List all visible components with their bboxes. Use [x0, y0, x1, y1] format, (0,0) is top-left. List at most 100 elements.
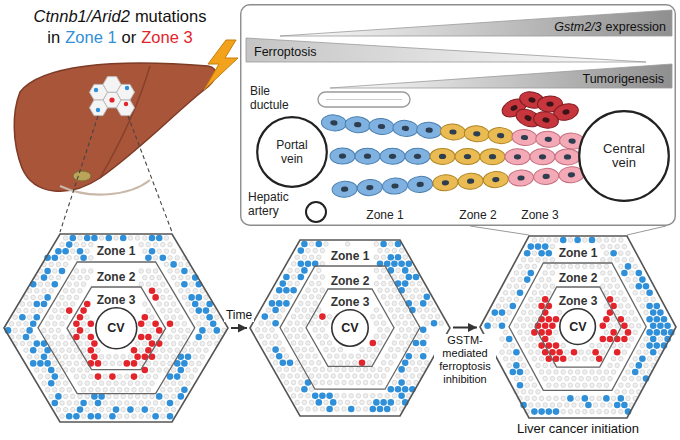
cell-body — [332, 180, 358, 198]
cell-nucleus — [354, 122, 362, 128]
hepatocyte-dot — [273, 361, 278, 366]
hepatocyte-dot — [139, 388, 144, 393]
hepatocyte-dot — [146, 242, 151, 247]
cell-nucleus — [366, 185, 374, 191]
mutant-cell-dot — [214, 327, 221, 334]
zone-label: Zone 2 — [558, 271, 599, 285]
cell-nucleus — [568, 172, 576, 178]
hepatocyte-dot — [611, 396, 616, 401]
lobule-icon-cell — [90, 100, 108, 116]
hepatocyte-dot — [590, 409, 595, 414]
hepatocyte-dot — [611, 357, 616, 362]
hepatocyte — [380, 148, 405, 164]
hepatocyte — [505, 149, 530, 165]
hepatocyte-dot — [593, 376, 598, 381]
mutant-cell-dot — [149, 248, 156, 255]
hepatocyte-dot — [45, 322, 50, 327]
hepatocyte-dot — [288, 387, 293, 392]
hepatocyte-dot — [128, 381, 133, 386]
hepatocyte-dot — [371, 367, 376, 372]
hepatocyte-dot — [396, 308, 401, 313]
hepatocyte-dot — [171, 394, 176, 399]
hepatocyte — [440, 123, 466, 141]
hepatocyte-dot — [291, 275, 296, 280]
mutant-cell-dot — [52, 400, 59, 407]
hepatocyte-dot — [547, 383, 552, 388]
mutant-cell-dot — [402, 267, 409, 274]
mutant-cell-dot — [196, 334, 203, 341]
mutant-cell-dot — [142, 314, 149, 321]
hepatocyte-dot — [299, 341, 304, 346]
hepatocyte-dot — [171, 368, 176, 373]
mutant-cell-dot — [413, 340, 420, 347]
wedge-text-slot: Ferroptosis — [254, 45, 317, 59]
text-slot: Zone 2 — [428, 208, 528, 222]
hepatocyte-dot — [153, 255, 158, 260]
mutant-cell-dot — [188, 294, 195, 301]
hepatocyte-dot — [604, 238, 609, 243]
hepatocyte-dot — [396, 400, 401, 405]
hepatocyte-dot — [536, 297, 541, 302]
hepatocyte-dot — [189, 282, 194, 287]
hepatocyte-dot — [153, 282, 158, 287]
mutant-cell-dot — [262, 313, 269, 320]
hepatocyte-dot — [306, 394, 311, 399]
hepatocyte-dot — [295, 347, 300, 352]
hepatocyte-dot — [309, 242, 314, 247]
hepatocyte-dot — [547, 370, 552, 375]
hepatocyte-dot — [161, 282, 166, 287]
hepatocyte-dot — [49, 289, 54, 294]
hepatocyte — [330, 148, 355, 164]
hepatocyte-dot — [414, 301, 419, 306]
hepatocyte-dot — [626, 277, 631, 282]
hepatocyte-dot — [193, 368, 198, 373]
hepatocyte — [368, 118, 394, 136]
hepatocyte-dot — [374, 321, 379, 326]
hepatocyte-dot — [615, 284, 620, 289]
hepatocyte-dot — [150, 315, 155, 320]
mutant-cell-dot — [30, 347, 37, 354]
hepatocyte-dot — [175, 282, 180, 287]
hepatocyte-dot — [171, 328, 176, 333]
hepatocyte-dot — [143, 275, 148, 280]
mutant-cell-dot — [377, 406, 384, 413]
hepatocyte-dot — [56, 262, 61, 267]
hepatocyte-dot — [49, 262, 54, 267]
cell-body — [368, 118, 394, 136]
hepatocyte-dot — [85, 315, 90, 320]
mutant-cell-dot — [517, 369, 524, 376]
mutant-cell-dot — [131, 360, 138, 367]
lobule-zone-hexagon: Zone 3CV — [67, 287, 166, 370]
hepatocyte-dot — [417, 295, 422, 300]
hepatocyte — [464, 125, 490, 143]
inset-label: Hepatic artery — [248, 190, 300, 218]
mutant-cell-dot — [636, 270, 643, 277]
hepatocyte-dot — [622, 390, 627, 395]
hepatocyte-dot — [197, 361, 202, 366]
hepatocyte-dot — [410, 374, 415, 379]
mutant-cell-dot — [610, 250, 617, 257]
hepatocyte-dot — [114, 381, 119, 386]
hepatocyte-dot — [103, 388, 108, 393]
mutant-cell-dot — [283, 300, 290, 307]
hepatocyte-dot — [626, 383, 631, 388]
hepatocyte-dot — [60, 348, 65, 353]
hepatocyte-dot — [85, 368, 90, 373]
hepatocyte-dot — [601, 271, 606, 276]
hepatocyte-dot — [496, 317, 501, 322]
hepatocyte-dot — [536, 363, 541, 368]
hepatocyte-dot — [313, 354, 318, 359]
cell-nucleus — [514, 154, 521, 159]
hepatocyte-dot — [56, 302, 61, 307]
mutant-cell-dot — [30, 360, 37, 367]
mutant-cell-dot — [88, 347, 95, 354]
hepatocyte-dot — [557, 403, 562, 408]
hepatocyte-dot — [331, 347, 336, 352]
mutant-cell-dot — [348, 406, 355, 413]
mutant-cell-dot — [73, 321, 80, 328]
cell-body — [480, 149, 505, 165]
mutant-cell-dot — [316, 399, 323, 406]
hepatocyte-dot — [266, 334, 271, 339]
hepatocyte-dot — [277, 341, 282, 346]
mutant-cell-dot — [95, 373, 102, 380]
